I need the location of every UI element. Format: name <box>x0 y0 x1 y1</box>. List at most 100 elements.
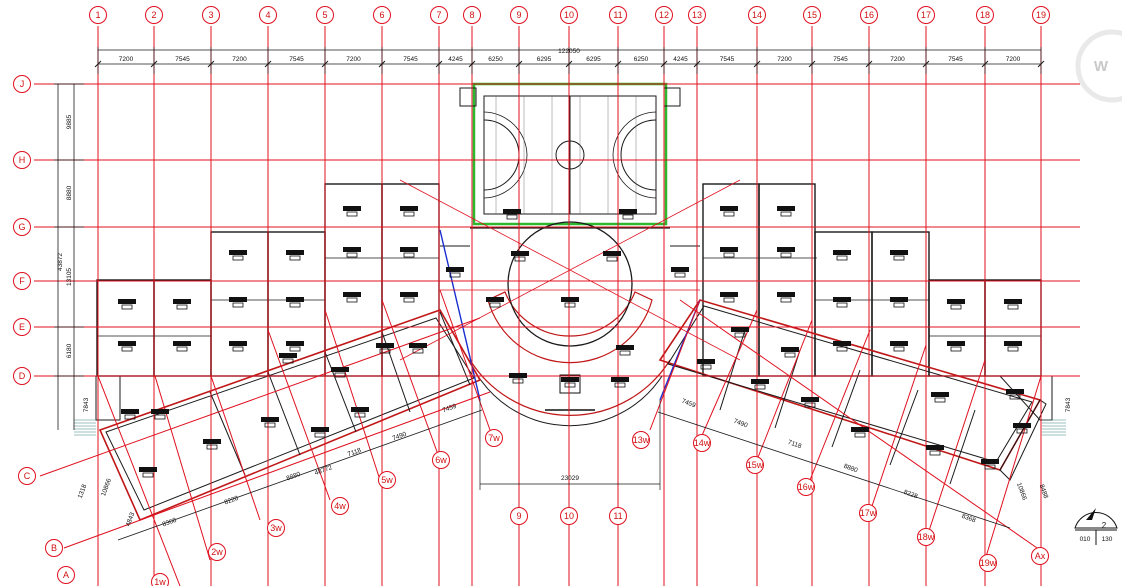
top-dimension-label: 6250 <box>488 56 503 63</box>
top-dimension-label: 7545 <box>948 56 963 63</box>
top-dimension-label: 7200 <box>346 56 361 63</box>
wing-dimension-label: 7459 <box>441 403 457 415</box>
bubble-circle <box>655 6 673 24</box>
bubble-label: 8 <box>469 10 474 20</box>
room-number-box <box>564 382 576 388</box>
bubble-circle <box>979 554 997 572</box>
bubble-label: 1 <box>95 10 100 20</box>
room-number-box <box>346 297 358 303</box>
room-label-mark <box>351 407 369 412</box>
dim-tick <box>660 60 668 68</box>
room-number-box <box>176 346 188 352</box>
room-number-box <box>836 302 848 308</box>
radial-axis <box>267 329 331 501</box>
room-number-box <box>121 346 133 352</box>
bottom-column-bubble: 9 <box>510 507 528 525</box>
wing-partition <box>889 389 919 466</box>
room-number-box <box>784 352 796 358</box>
room-label-mark <box>890 250 908 255</box>
room-number-box <box>723 252 735 258</box>
bubble-circle <box>560 6 578 24</box>
rotunda-arc <box>477 375 663 427</box>
room-number-box <box>264 422 276 428</box>
top-dimension-label: 7200 <box>1006 56 1021 63</box>
wing-dimension-label: 48772 <box>314 464 334 477</box>
wing-outline <box>667 305 1033 463</box>
top-dimension-label: 6295 <box>537 56 552 63</box>
bubble-label: 4 <box>265 10 270 20</box>
top-dimension-label: 7545 <box>175 56 190 63</box>
court-arc <box>620 119 657 191</box>
bottom-dimension: 23029 <box>561 475 579 482</box>
bubble-circle <box>859 504 877 522</box>
room-number-box <box>289 255 301 261</box>
radial-bubble: 5w <box>378 471 396 489</box>
bubble-circle <box>13 151 31 169</box>
room-label-mark <box>720 247 738 252</box>
bubble-label: 16 <box>864 10 874 20</box>
radial-bubble: Ax <box>1031 547 1049 565</box>
room-number-box <box>412 348 424 354</box>
room-number-box <box>893 255 905 261</box>
room-label-mark <box>751 379 769 384</box>
column-bubble: 17 <box>917 6 935 24</box>
grid-line-row <box>63 391 491 549</box>
bubble-label: 18w <box>918 532 935 542</box>
radial-bubble: 16w <box>797 478 815 496</box>
left-dimension-label: 6180 <box>66 343 73 358</box>
bubble-circle <box>609 507 627 525</box>
room-number-box <box>619 350 631 356</box>
dim-tick <box>321 60 329 68</box>
grid-axes <box>34 26 1080 586</box>
bubble-label: Ax <box>1035 551 1046 561</box>
column-bubble: 4 <box>259 6 277 24</box>
bubble-circle <box>18 467 36 485</box>
dim-tick <box>808 60 816 68</box>
room-label-mark <box>343 206 361 211</box>
radial-bubble: 19w <box>979 554 997 572</box>
room-label-mark <box>561 297 579 302</box>
room-label-mark <box>229 297 247 302</box>
room-number-box <box>1009 394 1021 400</box>
radial-bubble: 4w <box>331 497 349 515</box>
room-label-mark <box>851 427 869 432</box>
column-bubble: 16 <box>860 6 878 24</box>
bubble-label: 19w <box>980 558 997 568</box>
room-label-mark <box>947 299 965 304</box>
left-dimension-label: 9885 <box>66 114 73 129</box>
radial-bubble: 2w <box>208 543 226 561</box>
radial-bubble: 15w <box>746 456 764 474</box>
radial-bubble: 17w <box>859 504 877 522</box>
room-number-box <box>289 302 301 308</box>
room-label-mark <box>697 359 715 364</box>
bubble-circle <box>13 318 31 336</box>
room-number-box <box>723 211 735 217</box>
dim-tick <box>1037 60 1045 68</box>
row-bubble: B <box>45 539 63 557</box>
wing-outline <box>998 375 1053 421</box>
room-number-box <box>514 256 526 262</box>
wing-dimension-label: 8228 <box>223 495 239 507</box>
room-label-mark <box>446 267 464 272</box>
column-bubble: 18 <box>976 6 994 24</box>
room-label-mark <box>777 292 795 297</box>
column-bubble: 8 <box>463 6 481 24</box>
bubble-circle <box>13 367 31 385</box>
room-label-mark <box>400 206 418 211</box>
bubble-label: 19 <box>1036 10 1046 20</box>
room-number-box <box>449 272 461 278</box>
bubble-label: F <box>19 276 25 286</box>
side-dimension-label: 8488 <box>1038 483 1050 499</box>
room-number-box <box>754 384 766 390</box>
room-label-mark <box>279 353 297 358</box>
bubble-label: 11 <box>613 511 622 521</box>
room-number-box <box>346 252 358 258</box>
room-label-mark <box>1006 389 1024 394</box>
top-dimension-label: 7200 <box>777 56 792 63</box>
bubble-circle <box>609 6 627 24</box>
wing-partition <box>324 351 357 433</box>
room-label-mark <box>400 292 418 297</box>
bubble-label: 14 <box>752 10 762 20</box>
room-block <box>702 183 760 377</box>
radial-axis <box>754 319 813 466</box>
